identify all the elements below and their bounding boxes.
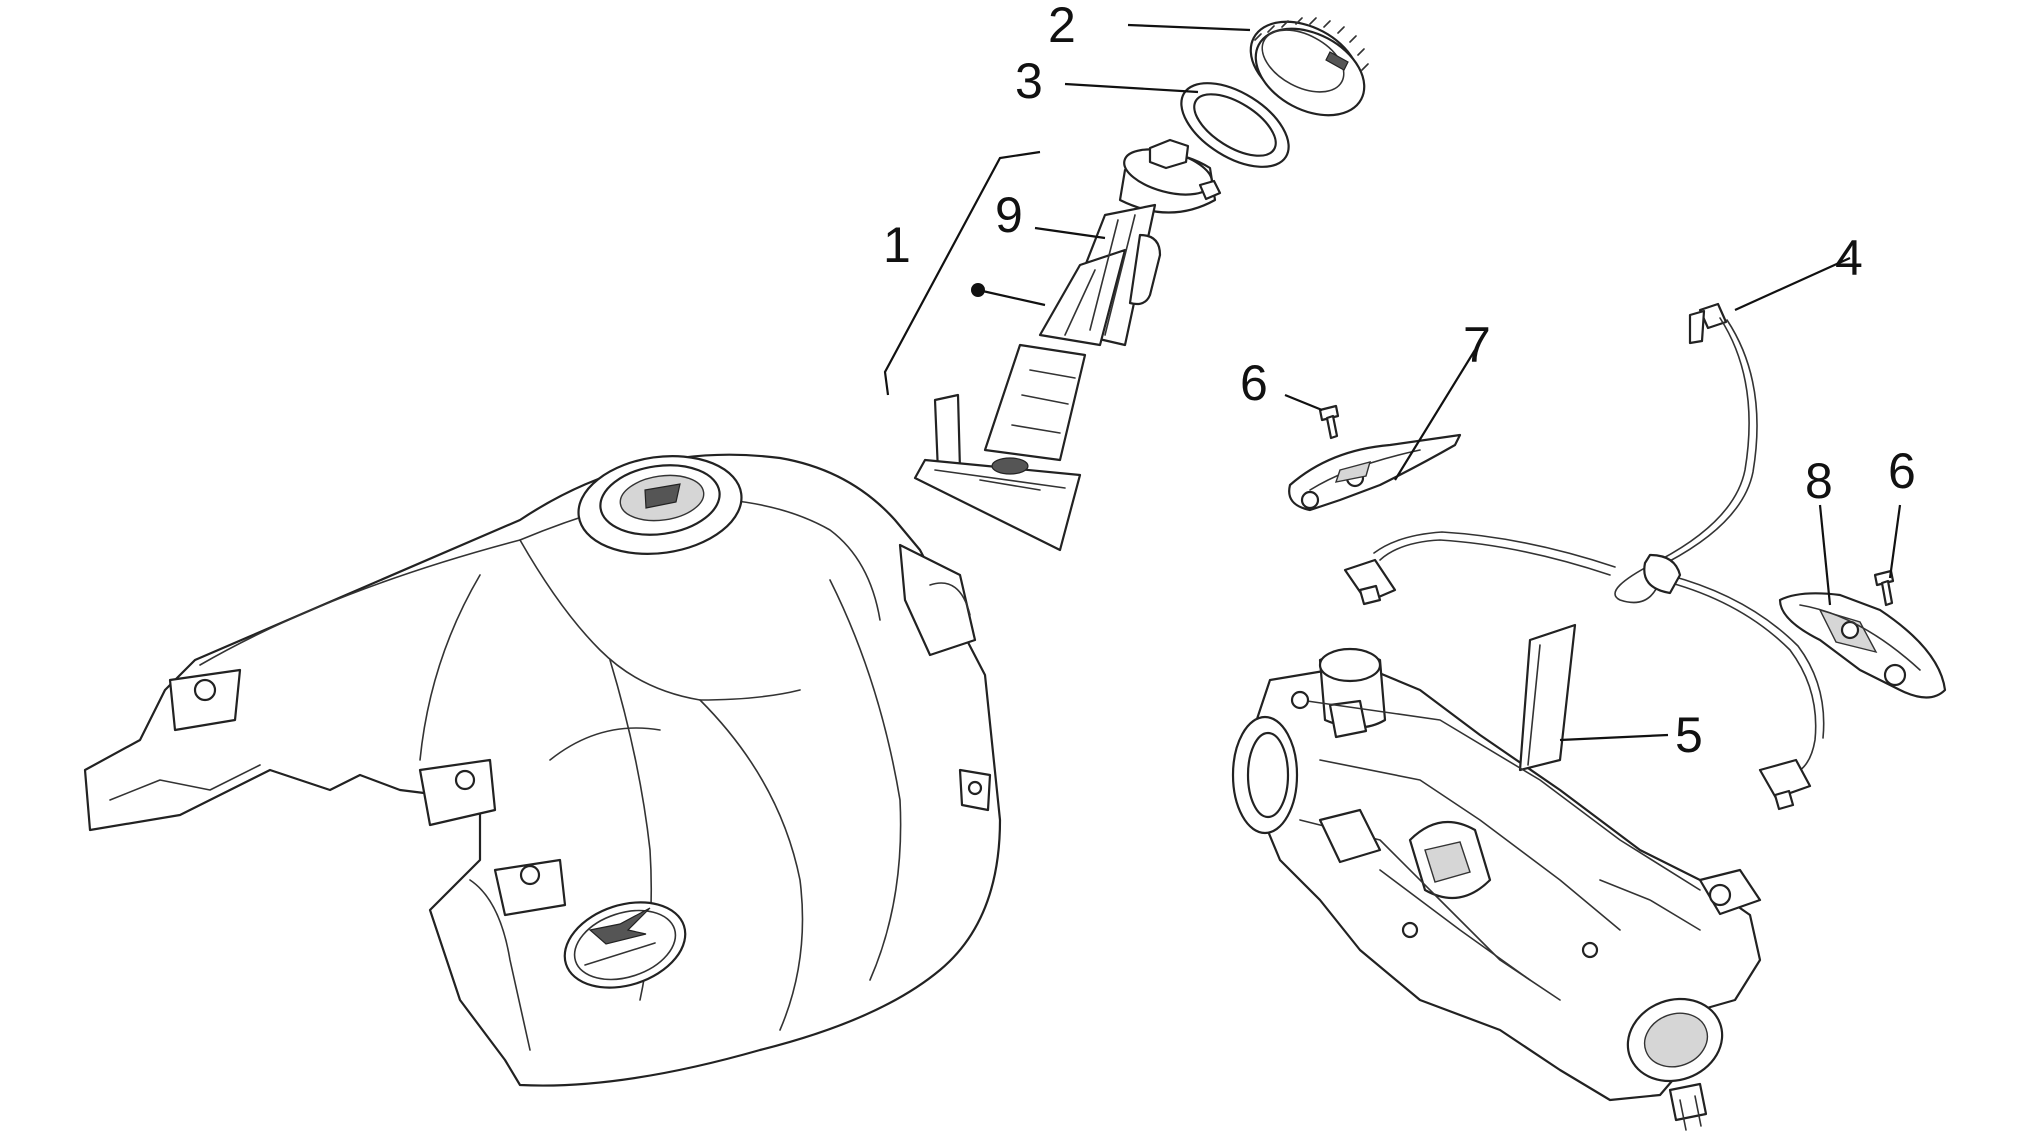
gasket-part xyxy=(1180,82,1290,168)
bracket-part-7 xyxy=(1288,433,1462,512)
fuel-pump-assembly xyxy=(883,138,1222,552)
callout-1: 1 xyxy=(883,217,911,273)
screw-part-right xyxy=(1873,569,1895,607)
callout-5: 5 xyxy=(1675,707,1703,763)
bracket-part-8 xyxy=(1778,592,1947,699)
callout-6-right: 6 xyxy=(1888,443,1916,499)
callout-8: 8 xyxy=(1805,453,1833,509)
fuel-tank-part xyxy=(83,453,1002,1087)
callout-4: 4 xyxy=(1835,230,1863,286)
throttle-body-part xyxy=(1231,623,1762,1131)
callout-9: 9 xyxy=(995,187,1023,243)
logo-emblem-icon xyxy=(644,483,681,509)
tank-emblem-icon xyxy=(588,907,651,945)
callout-3: 3 xyxy=(1015,53,1043,109)
callout-6-left: 6 xyxy=(1240,355,1268,411)
callout-7: 7 xyxy=(1463,317,1491,373)
screw-part-left xyxy=(1284,393,1340,440)
ring-nut-part xyxy=(1249,17,1369,117)
callout-2: 2 xyxy=(1048,0,1076,53)
leader-lines xyxy=(1034,23,1902,742)
callout-labels: 2 3 9 1 4 7 6 8 6 5 xyxy=(883,0,1916,763)
fuel-hose-part xyxy=(1343,302,1825,811)
